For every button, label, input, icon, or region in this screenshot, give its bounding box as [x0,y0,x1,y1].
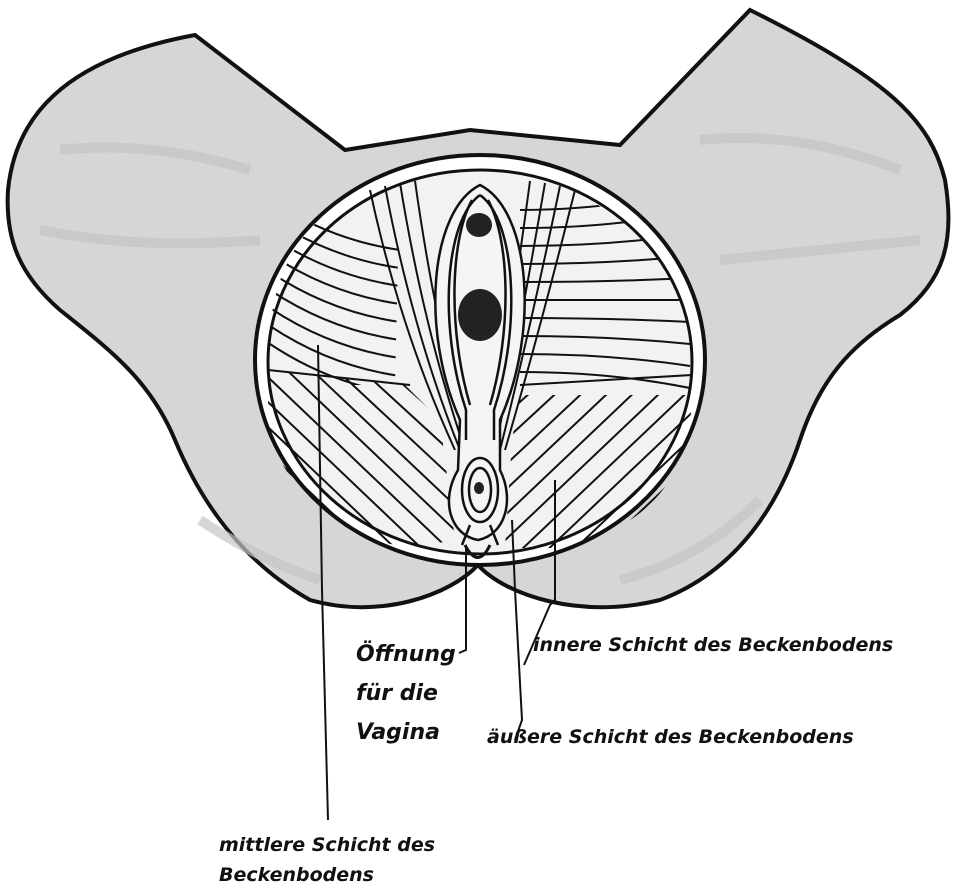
label-inner-layer: innere Schicht des Beckenbodens [533,636,893,655]
label-vaginal-opening: Öffnung für die Vagina [356,635,456,752]
label-opening-line3: Vagina [356,713,456,752]
anal-opening [474,482,484,494]
vaginal-opening [458,289,502,341]
label-opening-line2: für die [356,674,456,713]
label-middle-layer: mittlere Schicht des Beckenbodens [219,830,435,890]
label-opening-line1: Öffnung [356,635,456,674]
label-middle-line1: mittlere Schicht des [219,830,435,860]
label-middle-line2: Beckenbodens [219,860,435,890]
urethral-opening [466,213,492,237]
label-outer-layer: äußere Schicht des Beckenbodens [487,728,854,747]
